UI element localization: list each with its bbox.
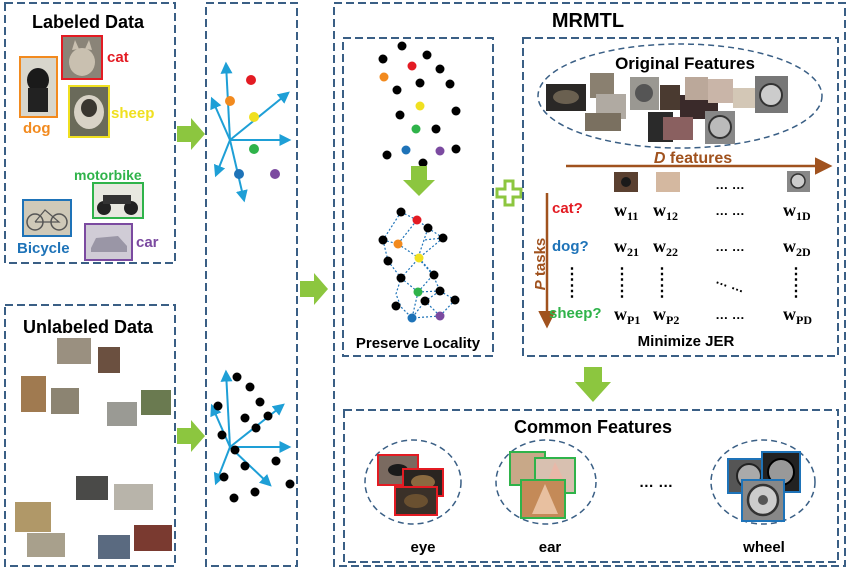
- preserve-locality-panel: [342, 37, 494, 357]
- row2-ellipsis: … …: [715, 239, 745, 254]
- labeled-data-points: [225, 75, 280, 179]
- dog-label: dog: [23, 120, 51, 137]
- unlabeled-thumbnails: [15, 338, 172, 559]
- arrow-projection-to-mrmtl: [300, 273, 328, 305]
- common-features-panel: [343, 409, 839, 563]
- task-label-dog: dog?: [552, 238, 589, 255]
- vdots-row2-col2: ⋮: [654, 283, 670, 300]
- unlabeled-data-points: [213, 372, 295, 503]
- weight-w1d: w1D: [783, 200, 811, 223]
- down-arrow-common: [575, 367, 611, 402]
- weight-w11: w11: [614, 200, 638, 223]
- vdots-row2-col1: ⋮: [614, 283, 630, 300]
- motorbike-label: motorbike: [74, 167, 142, 183]
- arrow-labeled-to-projection: [177, 118, 205, 150]
- plus-icon: [495, 179, 523, 207]
- column-ellipsis: … …: [715, 177, 745, 192]
- weight-w12: w12: [653, 200, 678, 223]
- mrmtl-panel: [333, 2, 846, 567]
- ear-cluster-ellipse: [495, 439, 597, 525]
- wheel-cluster-ellipse: [710, 439, 816, 525]
- weight-w21: w21: [614, 236, 639, 259]
- ear-cluster-patches: [509, 451, 576, 519]
- eye-cluster-ellipse: [364, 439, 462, 525]
- d-features-label: D features: [654, 150, 732, 167]
- common-ellipsis: … …: [639, 474, 673, 491]
- feature-matrix-panel: [522, 37, 839, 357]
- vdots-row2-col3: ⋮: [788, 283, 804, 300]
- wheel-label: wheel: [742, 539, 785, 556]
- unlabeled-data-title: Unlabeled Data: [23, 317, 154, 337]
- scattered-points-top: [378, 41, 461, 168]
- weight-w22: w22: [653, 236, 678, 259]
- down-arrow-locality: [403, 166, 435, 196]
- projection-panel: [205, 2, 298, 567]
- bicycle-label: Bicycle: [17, 240, 70, 257]
- wheel-cluster-patches: [727, 451, 801, 522]
- labeled-data-title: Labeled Data: [32, 12, 145, 32]
- original-features-patches: [546, 73, 788, 144]
- p-tasks-label: P tasks: [532, 238, 549, 291]
- minimize-jer-label: Minimize JER: [638, 333, 735, 350]
- cat-image: [61, 35, 103, 80]
- bicycle-image: [22, 199, 72, 237]
- task-label-sheep: sheep?: [549, 305, 602, 322]
- vdots-col1: ⋮: [614, 266, 630, 283]
- rowp-ellipsis: … …: [715, 307, 745, 322]
- ear-label: ear: [539, 539, 562, 556]
- ear-feature-thumb: [656, 172, 680, 192]
- cat-label: cat: [107, 49, 129, 66]
- car-label: car: [136, 234, 159, 251]
- eye-label: eye: [410, 539, 435, 556]
- diag-ellipsis: … …: [714, 271, 747, 295]
- sheep-image: [68, 85, 110, 138]
- task-label-cat: cat?: [552, 200, 583, 217]
- vdots-row2-col0: ⋮: [564, 283, 580, 300]
- original-features-ellipse: [537, 43, 823, 149]
- arrow-unlabeled-to-projection: [177, 420, 205, 452]
- common-features-title: Common Features: [514, 417, 672, 437]
- motorbike-image: [92, 182, 144, 219]
- row1-ellipsis: … …: [715, 203, 745, 218]
- mrmtl-title: MRMTL: [552, 10, 624, 32]
- preserve-locality-label: Preserve Locality: [356, 335, 481, 352]
- weight-wp2: wP2: [653, 304, 679, 327]
- labeled-data-panel: [4, 2, 176, 264]
- sheep-label: sheep: [111, 105, 154, 122]
- car-image: [84, 223, 133, 261]
- dog-image: [19, 56, 58, 118]
- vdots-col0: ⋮: [564, 266, 580, 283]
- eye-cluster-patches: [377, 454, 444, 516]
- original-features-title: Original Features: [615, 54, 755, 73]
- weight-wpd: wPD: [783, 304, 812, 327]
- weight-w2d: w2D: [783, 236, 811, 259]
- unlabeled-data-panel: [4, 304, 176, 567]
- weight-wp1: wP1: [614, 304, 640, 327]
- locality-graph: [378, 207, 460, 323]
- vdots-col2: ⋮: [654, 266, 670, 283]
- vdots-col3: ⋮: [788, 266, 804, 283]
